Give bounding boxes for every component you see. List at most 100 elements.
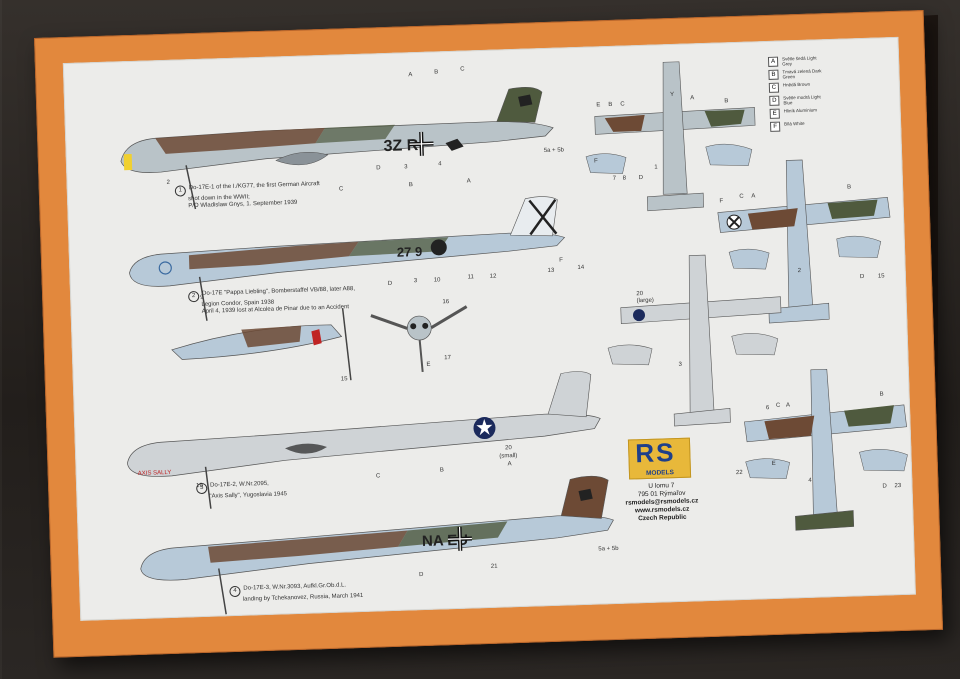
callout-top4-e: E bbox=[771, 460, 776, 468]
callout-p1-4: 4 bbox=[438, 161, 442, 168]
legend-key-d: D bbox=[769, 95, 780, 106]
callout-top1-c: C bbox=[620, 101, 625, 108]
box-lid: 3Z R 27 9 bbox=[34, 10, 944, 658]
caption-3-line-1: Do-17E-2, W.Nr.2095, bbox=[210, 480, 269, 489]
legend-text-a: Světle šedá Light Grey bbox=[781, 55, 817, 67]
plane-3-nose-art: AXIS SALLY bbox=[138, 470, 172, 477]
callout-p3-small: (small) bbox=[499, 453, 518, 460]
caption-4-number: 4 bbox=[229, 585, 241, 598]
legend-row-a: A Světle šedá Light Grey bbox=[767, 55, 822, 67]
plane-3-top-view bbox=[607, 254, 782, 427]
callout-top4-23: 23 bbox=[894, 482, 902, 490]
callout-top4-6: 6 bbox=[765, 405, 770, 412]
company-address: U lomu 7 795 01 Rýmařov rsmodels@rsmodel… bbox=[624, 481, 699, 523]
color-legend: A Světle šedá Light Grey B Tmavá zelená … bbox=[767, 55, 824, 135]
legend-text-d: Světle modrá Light Blue bbox=[783, 94, 821, 106]
callout-top4-b: B bbox=[879, 391, 884, 398]
instruction-card: 3Z R 27 9 bbox=[62, 36, 916, 621]
legend-row-d: D Světle modrá Light Blue bbox=[769, 94, 823, 106]
callout-top2-d: D bbox=[859, 274, 865, 281]
plane-3-side-view: AXIS SALLY bbox=[127, 371, 601, 509]
callout-p1-a: A bbox=[408, 72, 413, 79]
callout-p2-a: A bbox=[466, 178, 471, 185]
camouflage-drawings: 3Z R 27 9 bbox=[120, 61, 908, 615]
caption-2-number: 2 bbox=[188, 290, 200, 303]
callout-p2-10: 10 bbox=[433, 277, 441, 284]
plane-1-top-view bbox=[585, 61, 756, 212]
callout-top2-b: B bbox=[847, 184, 852, 191]
callout-top4-22: 22 bbox=[735, 469, 743, 477]
callout-top3-large: (large) bbox=[636, 297, 654, 305]
callout-top1-a: A bbox=[690, 95, 695, 102]
callout-p2-11: 11 bbox=[467, 274, 475, 281]
callout-p4-21: 21 bbox=[490, 563, 498, 570]
caption-3-line-2: "Axis Sally", Yugoslavia 1945 bbox=[209, 491, 288, 500]
callout-top4-d: D bbox=[882, 483, 887, 490]
callout-p4-b: B bbox=[439, 467, 444, 474]
callout-p2-13: 13 bbox=[547, 267, 555, 274]
legend-row-b: B Tmavá zelená Dark Green bbox=[768, 68, 822, 80]
callout-top1-d: D bbox=[638, 174, 644, 182]
callout-top4-a: A bbox=[785, 402, 791, 409]
legend-text-b: Tmavá zelená Dark Green bbox=[782, 68, 822, 80]
callout-top1-num: 1 bbox=[654, 164, 658, 171]
callout-p2-3: 3 bbox=[413, 278, 418, 285]
legend-key-c: C bbox=[768, 82, 780, 93]
callout-p3-20: 20 bbox=[505, 445, 512, 452]
callout-top4-c: C bbox=[775, 402, 781, 409]
callout-p1-2: 2 bbox=[166, 179, 171, 186]
callout-top2-f: F bbox=[719, 198, 724, 205]
callout-side-15: 15 bbox=[340, 376, 348, 383]
logo-letters: RS bbox=[634, 437, 676, 469]
caption-1-number: 1 bbox=[174, 185, 187, 197]
callout-top1-7: 7 bbox=[612, 175, 617, 182]
callout-p2-b: B bbox=[408, 182, 413, 189]
logo-subtitle: MODELS bbox=[645, 469, 674, 477]
plane-4-top-view bbox=[744, 368, 908, 531]
callout-p4-c: C bbox=[375, 473, 381, 480]
callout-p4-a: A bbox=[507, 461, 512, 468]
rs-models-logo: RS MODELS bbox=[627, 437, 692, 480]
plane-2-detail-views bbox=[171, 305, 468, 381]
callout-top2-15: 15 bbox=[877, 273, 885, 280]
callout-top1-b2: B bbox=[724, 98, 729, 105]
callout-p2-14: 14 bbox=[577, 264, 585, 272]
callout-top2-a: A bbox=[751, 193, 756, 200]
callout-top3-num: 3 bbox=[678, 361, 683, 368]
callout-top4-num: 4 bbox=[808, 477, 812, 484]
callout-p2-9: 9 bbox=[200, 294, 204, 301]
legend-text-c: Hnědá Brown bbox=[782, 81, 811, 88]
callout-p1-d: D bbox=[376, 165, 381, 172]
legend-key-b: B bbox=[768, 69, 779, 80]
legend-key-f: F bbox=[769, 121, 781, 132]
legend-row-f: F Bílá White bbox=[769, 120, 824, 132]
legend-key-a: A bbox=[767, 56, 779, 67]
plane-1-code: 3Z R bbox=[383, 137, 419, 155]
callout-side-16: 16 bbox=[442, 299, 450, 306]
legend-row-e: E Hliník Aluminium bbox=[769, 107, 824, 119]
callout-top1-f: F bbox=[594, 158, 598, 165]
callout-top1-b: B bbox=[608, 101, 613, 108]
callout-p2-c: C bbox=[338, 186, 344, 193]
callout-top1-e: E bbox=[596, 102, 601, 109]
plane-4-code: NA EU bbox=[422, 532, 469, 550]
plane-2-code: 27 9 bbox=[397, 244, 423, 260]
callout-top2-c: C bbox=[739, 193, 744, 200]
plane-2-side-view: 27 9 bbox=[129, 196, 566, 321]
callout-p4-5: 5a + 5b bbox=[598, 545, 619, 553]
callout-p4-d: D bbox=[418, 572, 424, 579]
legend-text-f: Bílá White bbox=[783, 120, 805, 127]
callout-p3-19: 19 bbox=[196, 482, 203, 490]
plane-1-side-view: 3Z R bbox=[120, 86, 554, 210]
callout-p3-e: E bbox=[426, 361, 431, 368]
callout-top2-num: 2 bbox=[797, 268, 802, 275]
legend-key-e: E bbox=[769, 108, 780, 119]
callout-p2-d: D bbox=[387, 280, 393, 288]
legend-text-e: Hliník Aluminium bbox=[783, 107, 817, 114]
callout-side-17: 17 bbox=[444, 355, 452, 362]
callout-p1-5: 5a + 5b bbox=[543, 147, 565, 155]
plane-4-side-view: NA EU bbox=[140, 475, 614, 615]
